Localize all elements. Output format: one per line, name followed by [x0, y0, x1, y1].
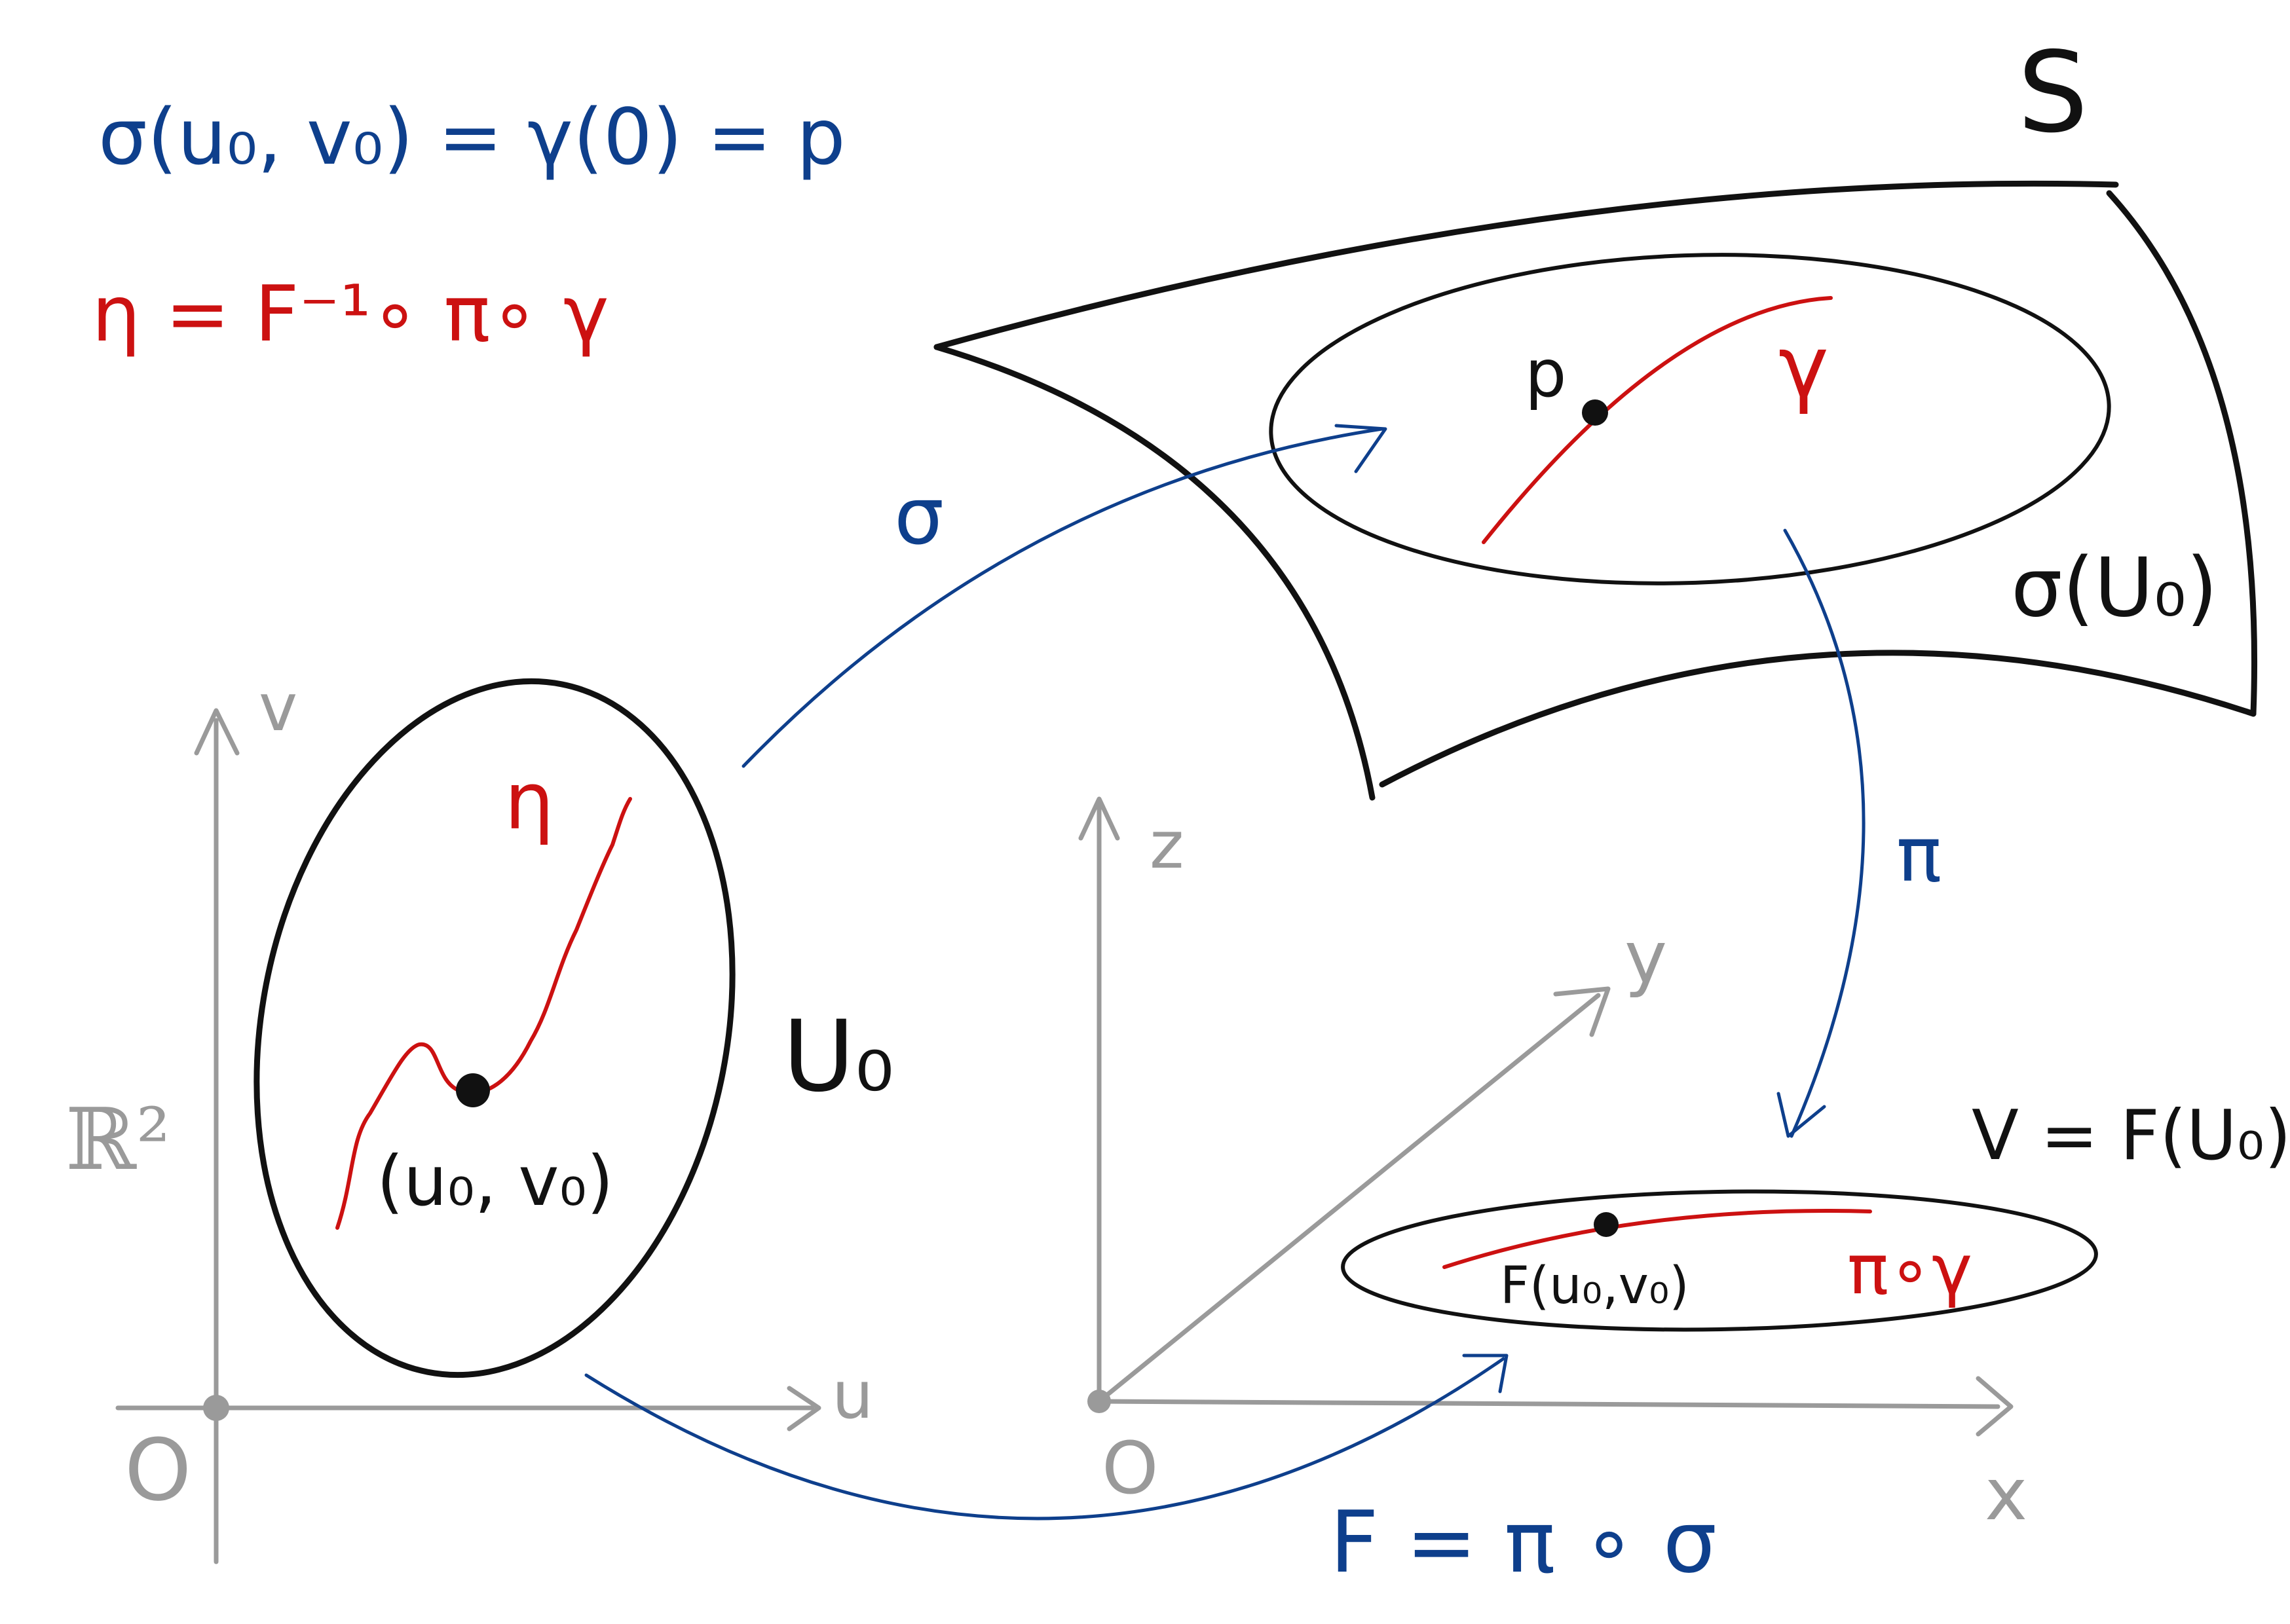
eta-label: η: [504, 756, 554, 847]
plane-space-label: ℝ²: [66, 1090, 170, 1189]
f-arrow: [584, 1357, 1505, 1521]
point-p-marker: [1582, 399, 1608, 426]
surface-region-ellipse: [1269, 253, 2111, 585]
gamma-label: γ: [1778, 317, 1829, 416]
plane-point-marker: [456, 1073, 490, 1107]
x-axis: [1097, 1399, 2000, 1409]
surface-label: S: [2018, 28, 2088, 158]
pi-gamma-label: π∘γ: [1847, 1230, 1972, 1310]
v-region-label: V = F(U₀): [1972, 1096, 2290, 1175]
pi-gamma-curve: [1442, 1209, 1872, 1269]
plane-origin-dot: [203, 1395, 229, 1421]
u0-ellipse: [253, 678, 736, 1378]
surface-right-edge: [2106, 190, 2258, 717]
v-ellipse: [1341, 1189, 2098, 1332]
space-origin-label: O: [1102, 1426, 1159, 1510]
surface-left-edge: [933, 344, 1376, 801]
f-definition-label: F = π ∘ σ: [1330, 1492, 1717, 1592]
sigma-arrowhead: [1334, 424, 1387, 473]
x-axis-label: x: [1985, 1452, 2027, 1536]
space-origin-dot: [1087, 1390, 1111, 1413]
pi-label: π: [1896, 811, 1942, 899]
sigma-arrow: [741, 427, 1384, 768]
space-axes: [1078, 796, 2014, 1437]
y-axis-arrowhead: [1553, 986, 1611, 1037]
pi-arrowhead: [1776, 1092, 1826, 1138]
space-point-marker: [1594, 1212, 1619, 1237]
formula-eta-definition: η = F⁻¹∘ π∘ γ: [92, 268, 609, 359]
gamma-curve: [1482, 296, 1833, 544]
formula-point-definition: σ(u₀, v₀) = γ(0) = p: [98, 92, 846, 182]
surface-top-edge: [933, 180, 2119, 350]
space-point-label: F(u₀,v₀): [1500, 1257, 1689, 1316]
f-arrowhead: [1462, 1354, 1509, 1393]
plane-origin-label: O: [124, 1420, 191, 1520]
pi-arrow: [1783, 528, 1866, 1138]
v-axis-label: v: [259, 669, 297, 746]
y-axis: [1097, 993, 1601, 1404]
surface-bottom-edge: [1379, 650, 2257, 788]
y-axis-label: y: [1624, 915, 1667, 999]
v-axis-arrowhead: [194, 708, 240, 756]
plane-axes: [115, 708, 821, 1564]
surface-region-label: σ(U₀): [2011, 541, 2218, 635]
u-axis-arrowhead: [787, 1386, 821, 1431]
sigma-label: σ: [894, 471, 944, 563]
u0-label: U₀: [783, 1000, 894, 1114]
plane-point-label: (u₀, v₀): [377, 1141, 614, 1221]
u-axis-label: u: [832, 1357, 873, 1433]
point-p-label: p: [1525, 335, 1566, 412]
surface-s: [933, 180, 2258, 801]
z-axis-label: z: [1150, 807, 1184, 883]
x-axis-arrowhead: [1976, 1376, 2014, 1437]
z-axis-arrowhead: [1078, 796, 1120, 841]
